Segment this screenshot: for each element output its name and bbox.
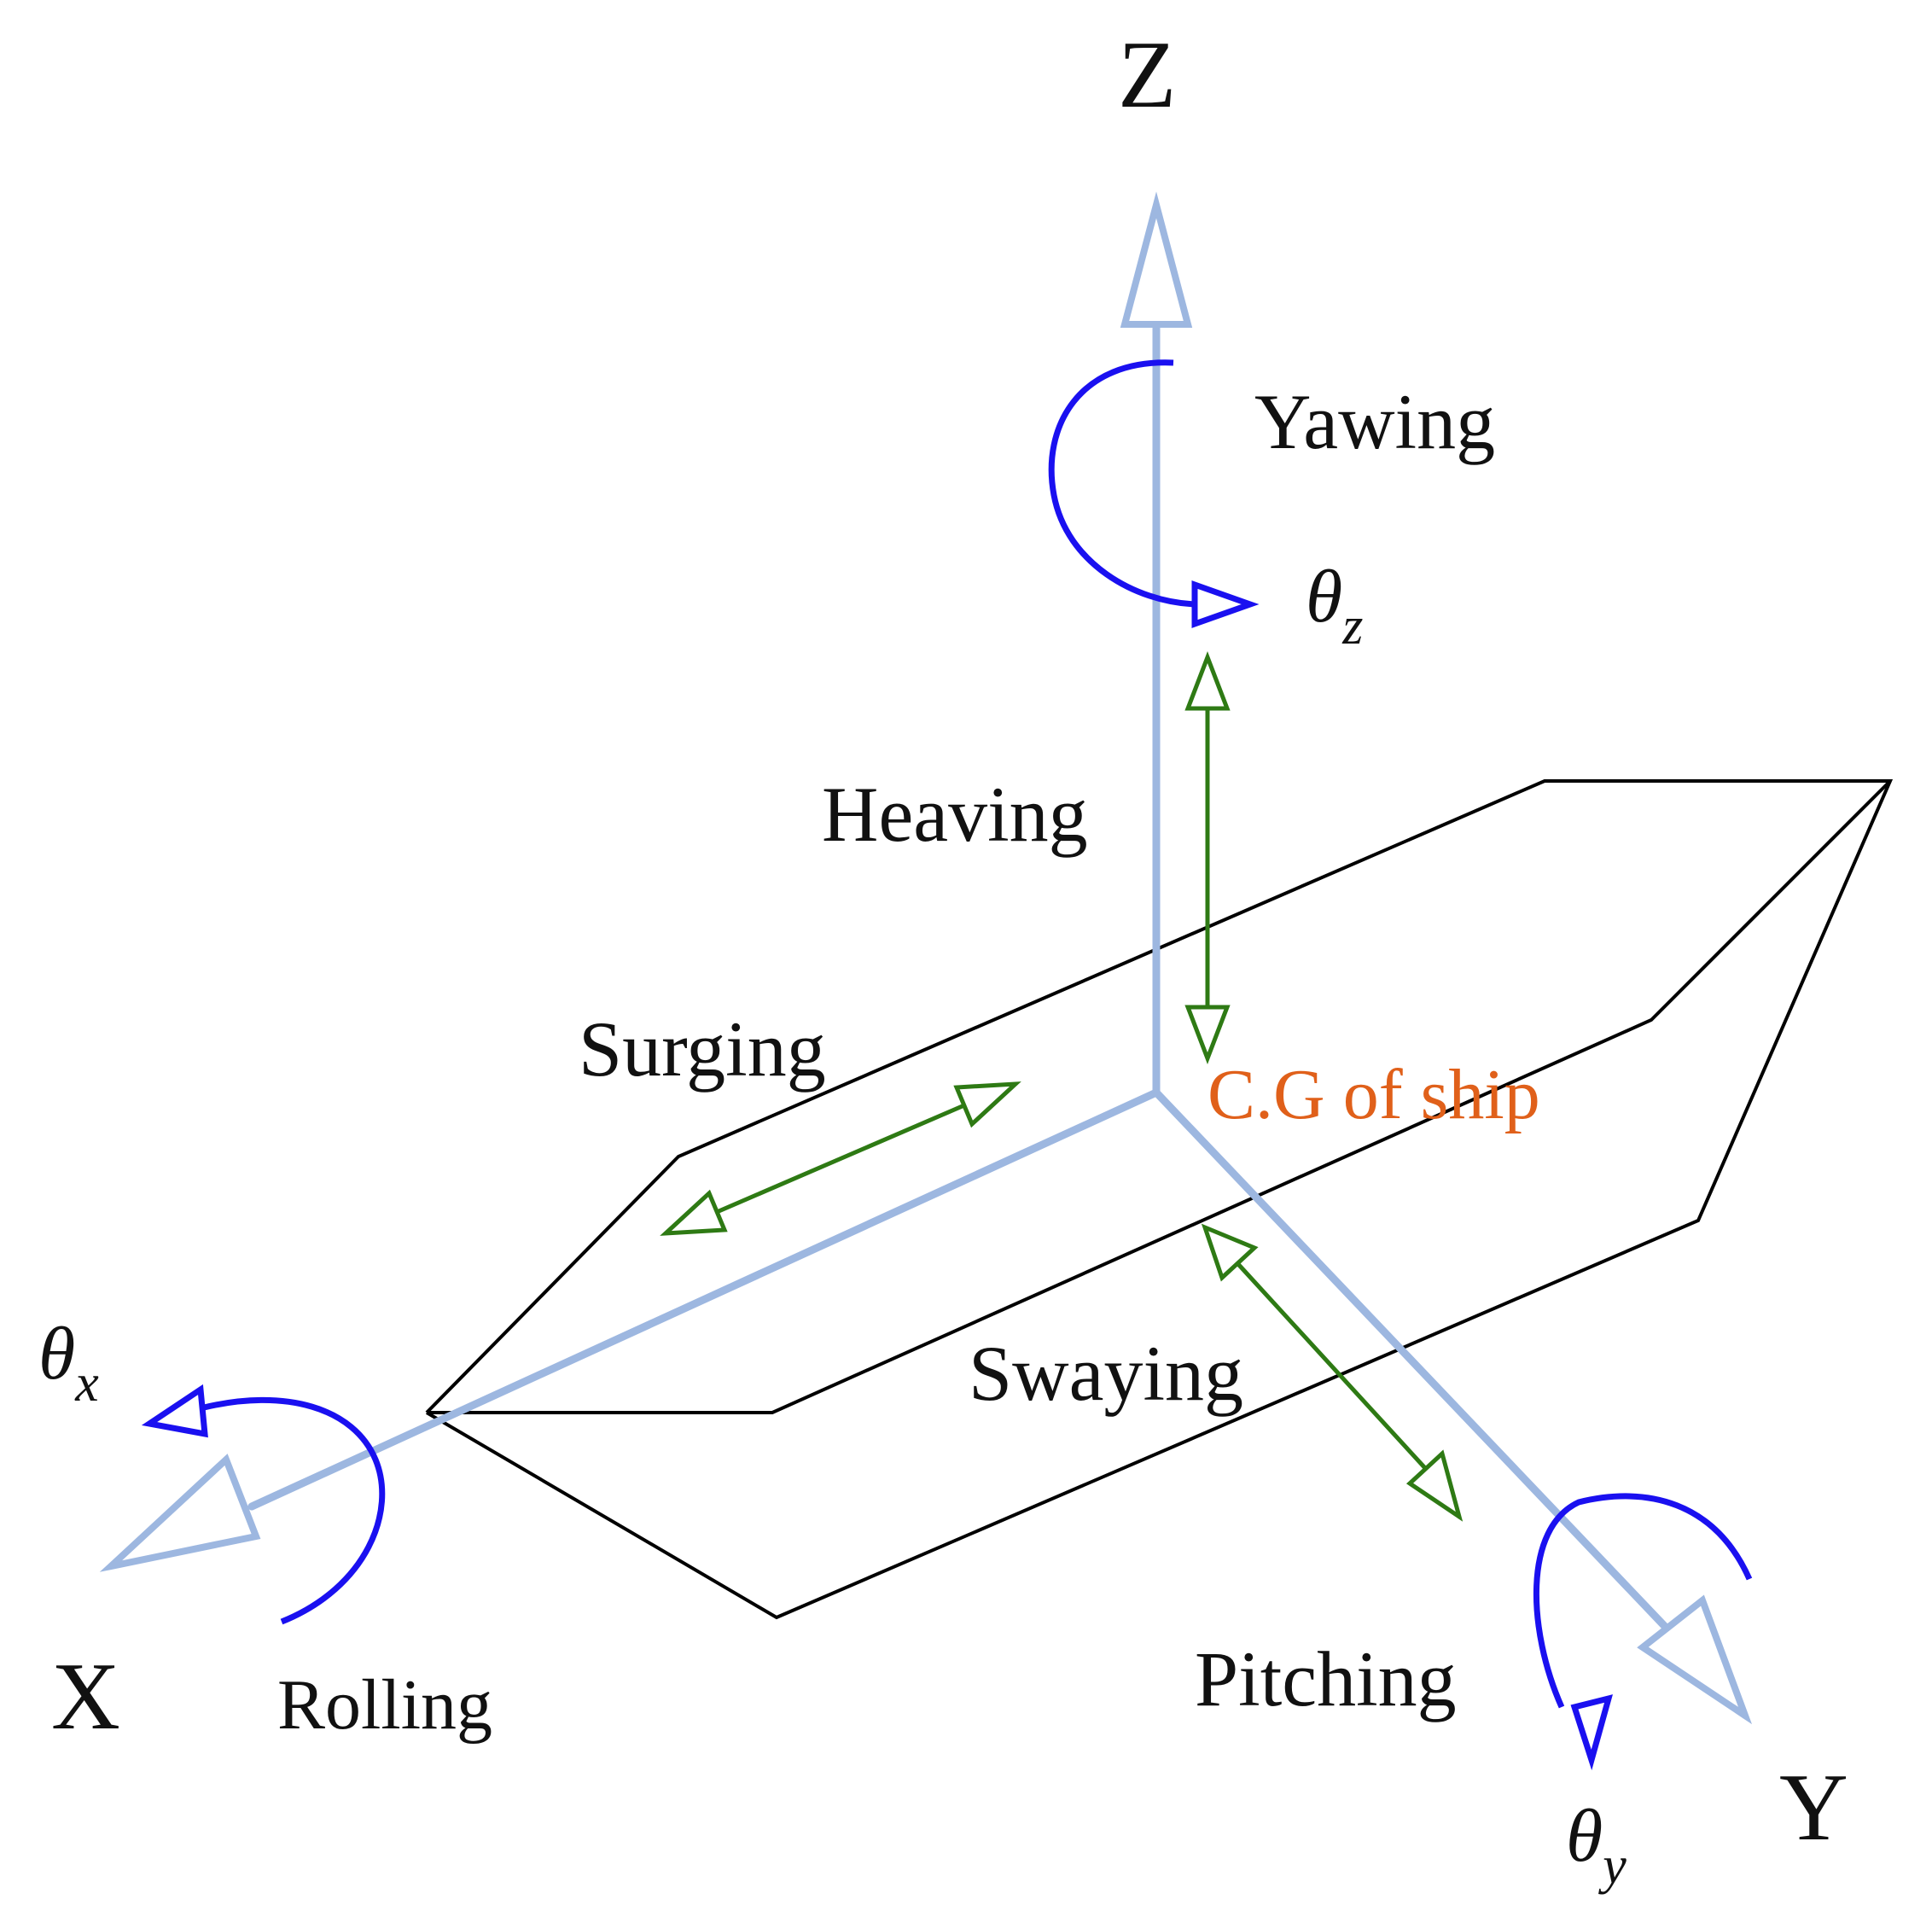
theta-z-symbol: θ xyxy=(1306,556,1342,638)
hull-waterline xyxy=(427,779,1892,1414)
yawing-label: Yawing xyxy=(1254,378,1495,465)
roll-arrowhead xyxy=(141,1384,208,1438)
yaw-arrowhead xyxy=(1191,580,1260,628)
x-axis-line xyxy=(247,1088,1161,1511)
y-axis-label: Y xyxy=(1779,1755,1848,1861)
y-axis-arrowhead xyxy=(1637,1594,1753,1725)
coordinate-axes xyxy=(99,191,1753,1725)
surge-arrowhead-front xyxy=(660,1189,728,1236)
surge-translation xyxy=(660,1081,1021,1236)
swaying-label: Swaying xyxy=(969,1330,1243,1417)
theta-y-label: θy xyxy=(1566,1795,1626,1895)
theta-z-subscript: z xyxy=(1341,597,1363,656)
pitch-rotation xyxy=(1533,1493,1753,1771)
sway-arrowhead-up xyxy=(1201,1223,1259,1282)
theta-y-subscript: y xyxy=(1597,1837,1626,1895)
rolling-label: Rolling xyxy=(277,1665,492,1745)
theta-y-symbol: θ xyxy=(1566,1795,1603,1878)
pitching-label: Pitching xyxy=(1195,1635,1457,1722)
surge-arrow-line xyxy=(716,1103,965,1215)
heave-translation xyxy=(1184,651,1231,1064)
z-axis-label: Z xyxy=(1118,22,1176,128)
sway-translation xyxy=(1201,1223,1464,1522)
x-axis-arrowhead xyxy=(99,1454,261,1572)
heave-arrowhead-up xyxy=(1184,651,1231,711)
surge-arrowhead-back xyxy=(953,1081,1021,1128)
theta-z-label: θz xyxy=(1306,556,1363,656)
pitch-arc xyxy=(1533,1493,1753,1709)
surging-label: Surging xyxy=(579,1005,826,1093)
yaw-rotation xyxy=(1048,359,1260,628)
x-axis-label: X xyxy=(51,1644,120,1750)
heave-arrowhead-down xyxy=(1184,1005,1231,1064)
heaving-label: Heaving xyxy=(822,771,1088,858)
ship-hull xyxy=(425,779,1894,1620)
roll-rotation xyxy=(141,1384,386,1625)
yaw-arc xyxy=(1048,359,1196,608)
roll-arc xyxy=(200,1396,386,1625)
theta-x-symbol: θ xyxy=(38,1313,75,1396)
sway-arrow-line xyxy=(1236,1262,1427,1470)
center-of-gravity-label: C.G of ship xyxy=(1208,1055,1540,1134)
pitch-arrowhead xyxy=(1570,1694,1613,1771)
y-axis-line xyxy=(1152,1088,1677,1639)
z-axis-arrowhead xyxy=(1120,191,1193,328)
sway-arrowhead-down xyxy=(1405,1449,1464,1522)
theta-x-label: θx xyxy=(38,1313,99,1413)
theta-x-subscript: x xyxy=(74,1355,99,1413)
